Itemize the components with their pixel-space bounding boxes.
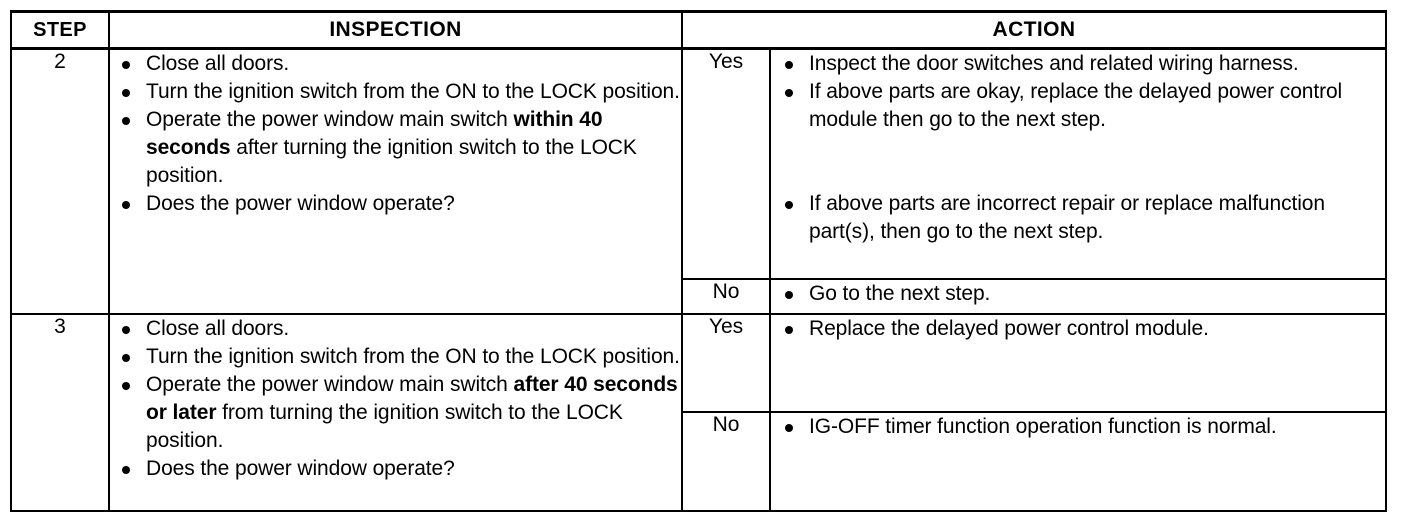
list-item: Replace the delayed power control module… <box>771 315 1385 343</box>
table-row: 2 Close all doors. Turn the ignition swi… <box>10 47 1387 315</box>
inspection-cell: Close all doors. Turn the ignition switc… <box>108 312 683 513</box>
step-number-cell: 2 <box>10 47 110 315</box>
column-header-inspection: INSPECTION <box>108 10 683 50</box>
action-cell: Inspect the door switches and related wi… <box>769 47 1387 280</box>
action-bullet-list: Inspect the door switches and related wi… <box>771 50 1385 246</box>
troubleshooting-table: STEP INSPECTION ACTION 2 Close all doors… <box>10 10 1387 513</box>
branch-label-no: No <box>681 277 771 315</box>
column-header-step: STEP <box>10 10 110 50</box>
list-item: Turn the ignition switch from the ON to … <box>110 78 681 106</box>
inspection-cell: Close all doors. Turn the ignition switc… <box>108 47 683 315</box>
list-item: Close all doors. <box>110 50 681 78</box>
action-cell: IG-OFF timer function operation function… <box>769 411 1387 512</box>
branch-label-no: No <box>681 411 771 512</box>
table-body: 2 Close all doors. Turn the ignition swi… <box>10 47 1387 513</box>
list-item: Does the power window operate? <box>110 190 681 218</box>
action-cell: Go to the next step. <box>769 277 1387 315</box>
action-bullet-list: Go to the next step. <box>771 280 1385 308</box>
list-item: Operate the power window main switch wit… <box>110 106 681 190</box>
table-row: No Go to the next step. <box>11 277 1387 315</box>
list-item: Close all doors. <box>110 315 681 343</box>
list-item: Turn the ignition switch from the ON to … <box>110 343 681 371</box>
header-row: STEP INSPECTION ACTION <box>10 10 1387 50</box>
list-item: Does the power window operate? <box>110 455 681 483</box>
list-item: Operate the power window main switch aft… <box>110 371 681 455</box>
inspection-bullet-list: Close all doors. Turn the ignition switc… <box>110 50 681 218</box>
list-item: If above parts are okay, replace the del… <box>771 78 1385 134</box>
table-row: No IG-OFF timer function operation funct… <box>11 411 1387 512</box>
branch-label-yes: Yes <box>681 47 771 280</box>
list-item: IG-OFF timer function operation function… <box>771 413 1385 441</box>
list-item: Go to the next step. <box>771 280 1385 308</box>
action-bullet-list: IG-OFF timer function operation function… <box>771 413 1385 441</box>
list-item: If above parts are incorrect repair or r… <box>771 190 1385 246</box>
list-item: Inspect the door switches and related wi… <box>771 50 1385 78</box>
action-cell: Replace the delayed power control module… <box>769 312 1387 414</box>
branch-label-yes: Yes <box>681 312 771 414</box>
column-header-action: ACTION <box>681 10 1387 50</box>
table-header: STEP INSPECTION ACTION <box>10 10 1387 50</box>
action-bullet-list: Replace the delayed power control module… <box>771 315 1385 343</box>
inspection-bullet-list: Close all doors. Turn the ignition switc… <box>110 315 681 483</box>
step-number-cell: 3 <box>10 312 110 513</box>
table-row: 3 Close all doors. Turn the ignition swi… <box>10 312 1387 513</box>
